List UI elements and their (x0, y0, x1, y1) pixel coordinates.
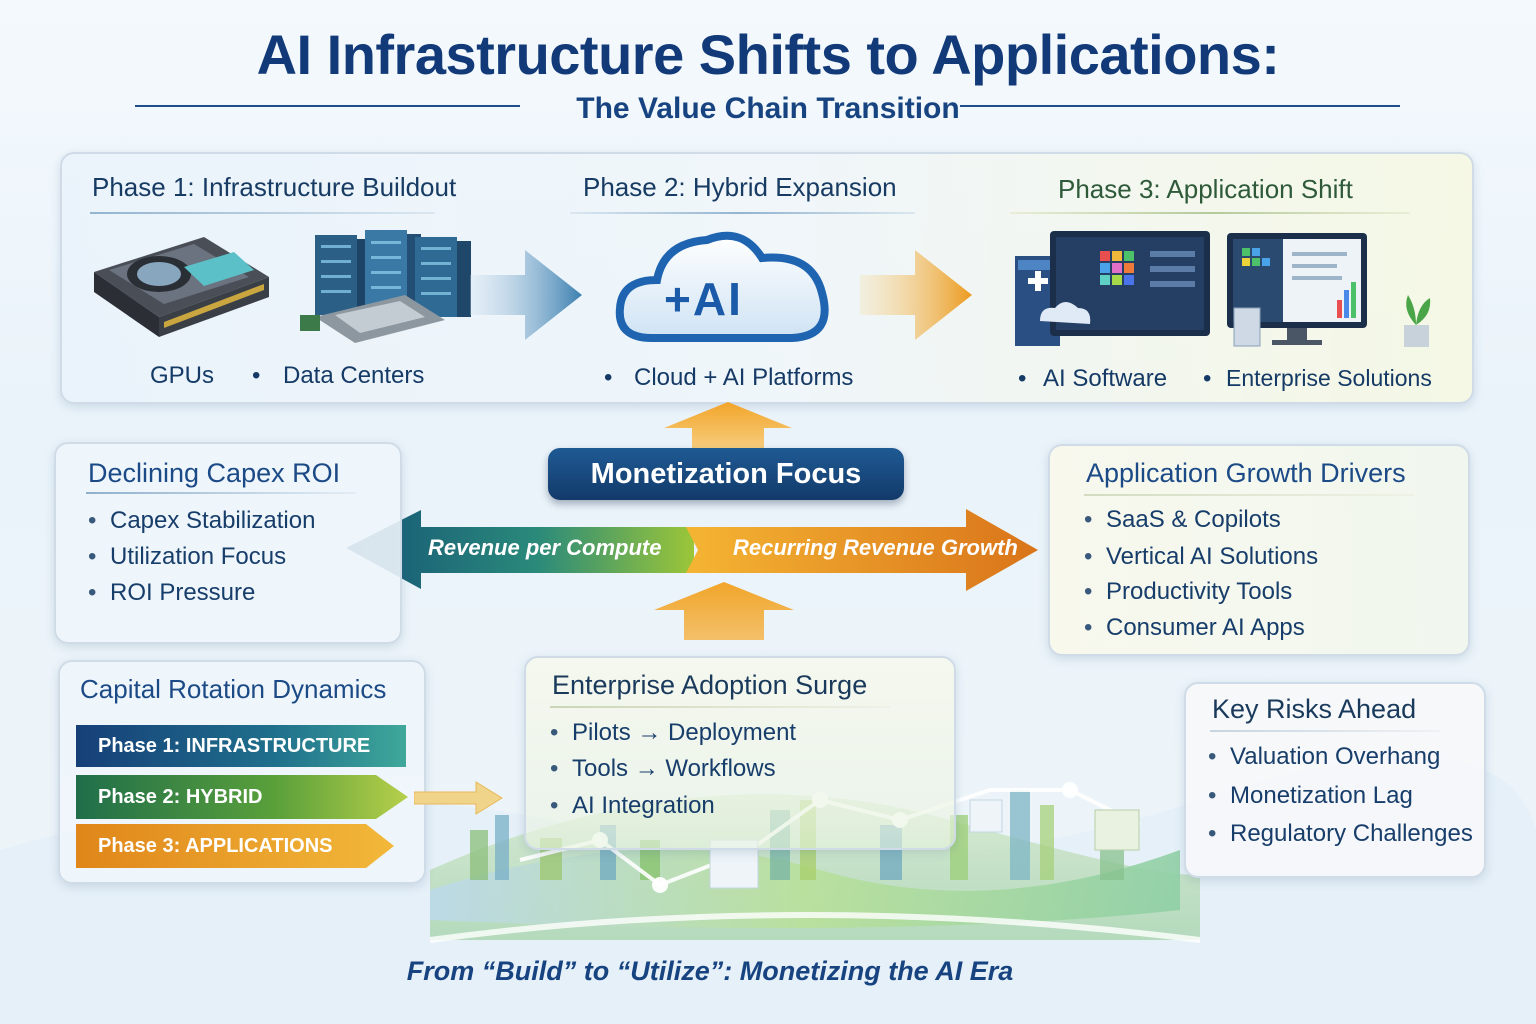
revenue-per-compute-label: Revenue per Compute (428, 535, 662, 560)
risk-item: •Monetization Lag (1208, 782, 1413, 809)
page-title: AI Infrastructure Shifts to Applications… (256, 23, 1280, 86)
monetization-banner-label: Monetization Focus (590, 458, 862, 490)
phase-arrow-1-2 (470, 250, 582, 340)
growth-drivers-heading: Application Growth Drivers (1086, 458, 1406, 488)
phase-1-underline (90, 212, 435, 214)
revenue-arrows (346, 509, 1038, 591)
server-racks-icon (295, 225, 480, 345)
enterprise-adoption-heading: Enterprise Adoption Surge (552, 670, 868, 700)
phase-3-item-software: AI Software (1043, 365, 1168, 392)
phase-1-item-datacenters: Data Centers (283, 362, 425, 389)
enterprise-adoption-panel (524, 656, 956, 850)
rotation-bar-hybrid: Phase 2: HYBRID (98, 786, 263, 808)
enterprise-adoption-underline (550, 706, 890, 708)
phase-3-underline (1010, 212, 1410, 214)
phase-1-heading: Phase 1: Infrastructure Buildout (92, 172, 457, 202)
phase-3-bullet-2: • (1203, 365, 1212, 392)
declining-capex-underline (86, 492, 356, 494)
rotation-bar-applications: Phase 3: APPLICATIONS (98, 835, 333, 857)
analytics-monitor-icon (1222, 230, 1372, 350)
phase-2-item-cloud: Cloud + AI Platforms (634, 364, 854, 391)
enterprise-item: •AI Integration (550, 792, 715, 819)
phase-2-bullet: • (604, 364, 613, 391)
phase-2-underline (570, 212, 915, 214)
driver-item: •Vertical AI Solutions (1084, 543, 1319, 570)
recurring-revenue-label: Recurring Revenue Growth (733, 535, 1018, 560)
monetization-banner (548, 448, 904, 500)
phase-1-bullet: • (252, 362, 261, 389)
phase-3-heading: Phase 3: Application Shift (1058, 174, 1353, 204)
up-arrow-top (664, 402, 792, 452)
growth-drivers-panel (1048, 444, 1470, 656)
plant-icon (1394, 290, 1439, 350)
driver-item: •Consumer AI Apps (1084, 614, 1305, 641)
footer-tagline: From “Build” to “Utilize”: Monetizing th… (406, 956, 1014, 986)
ai-cloud-icon (612, 218, 837, 348)
risk-item: •Regulatory Challenges (1208, 820, 1473, 847)
declining-capex-heading: Declining Capex ROI (88, 458, 341, 488)
phase-1-item-gpus: GPUs (150, 362, 215, 389)
declining-item: •Capex Stabilization (88, 507, 316, 534)
key-risks-heading: Key Risks Ahead (1212, 694, 1417, 724)
enterprise-item: •Tools → Workflows (550, 755, 776, 782)
up-arrow-bottom (654, 582, 794, 640)
phase-3-bullet-1: • (1018, 365, 1027, 392)
phase-arrow-2-3 (860, 250, 972, 340)
cloud-ai-label: +AI (664, 273, 743, 325)
enterprise-item: •Pilots → Deployment (550, 719, 797, 746)
declining-capex-panel (54, 442, 402, 644)
subtitle-rule-right (960, 105, 1400, 107)
subtitle-rule-left (135, 105, 520, 107)
key-risks-panel (1184, 682, 1486, 878)
declining-item: •ROI Pressure (88, 579, 256, 606)
rotation-bars (76, 725, 408, 868)
gpu-card-icon (84, 222, 274, 347)
page-subtitle: The Value Chain Transition (576, 92, 960, 125)
risk-item: •Valuation Overhang (1208, 743, 1441, 770)
driver-item: •Productivity Tools (1084, 578, 1293, 605)
phase-3-item-enterprise: Enterprise Solutions (1226, 365, 1432, 391)
driver-item: •SaaS & Copilots (1084, 506, 1281, 533)
key-risks-underline (1210, 730, 1440, 732)
declining-item: •Utilization Focus (88, 543, 287, 570)
monitor-dashboard-icon (1010, 226, 1210, 351)
rotation-to-enterprise-arrow (414, 781, 503, 815)
growth-drivers-underline (1084, 494, 1414, 496)
phase-2-heading: Phase 2: Hybrid Expansion (583, 172, 897, 202)
capital-rotation-heading: Capital Rotation Dynamics (80, 674, 387, 704)
rotation-bar-infrastructure: Phase 1: INFRASTRUCTURE (98, 735, 371, 757)
